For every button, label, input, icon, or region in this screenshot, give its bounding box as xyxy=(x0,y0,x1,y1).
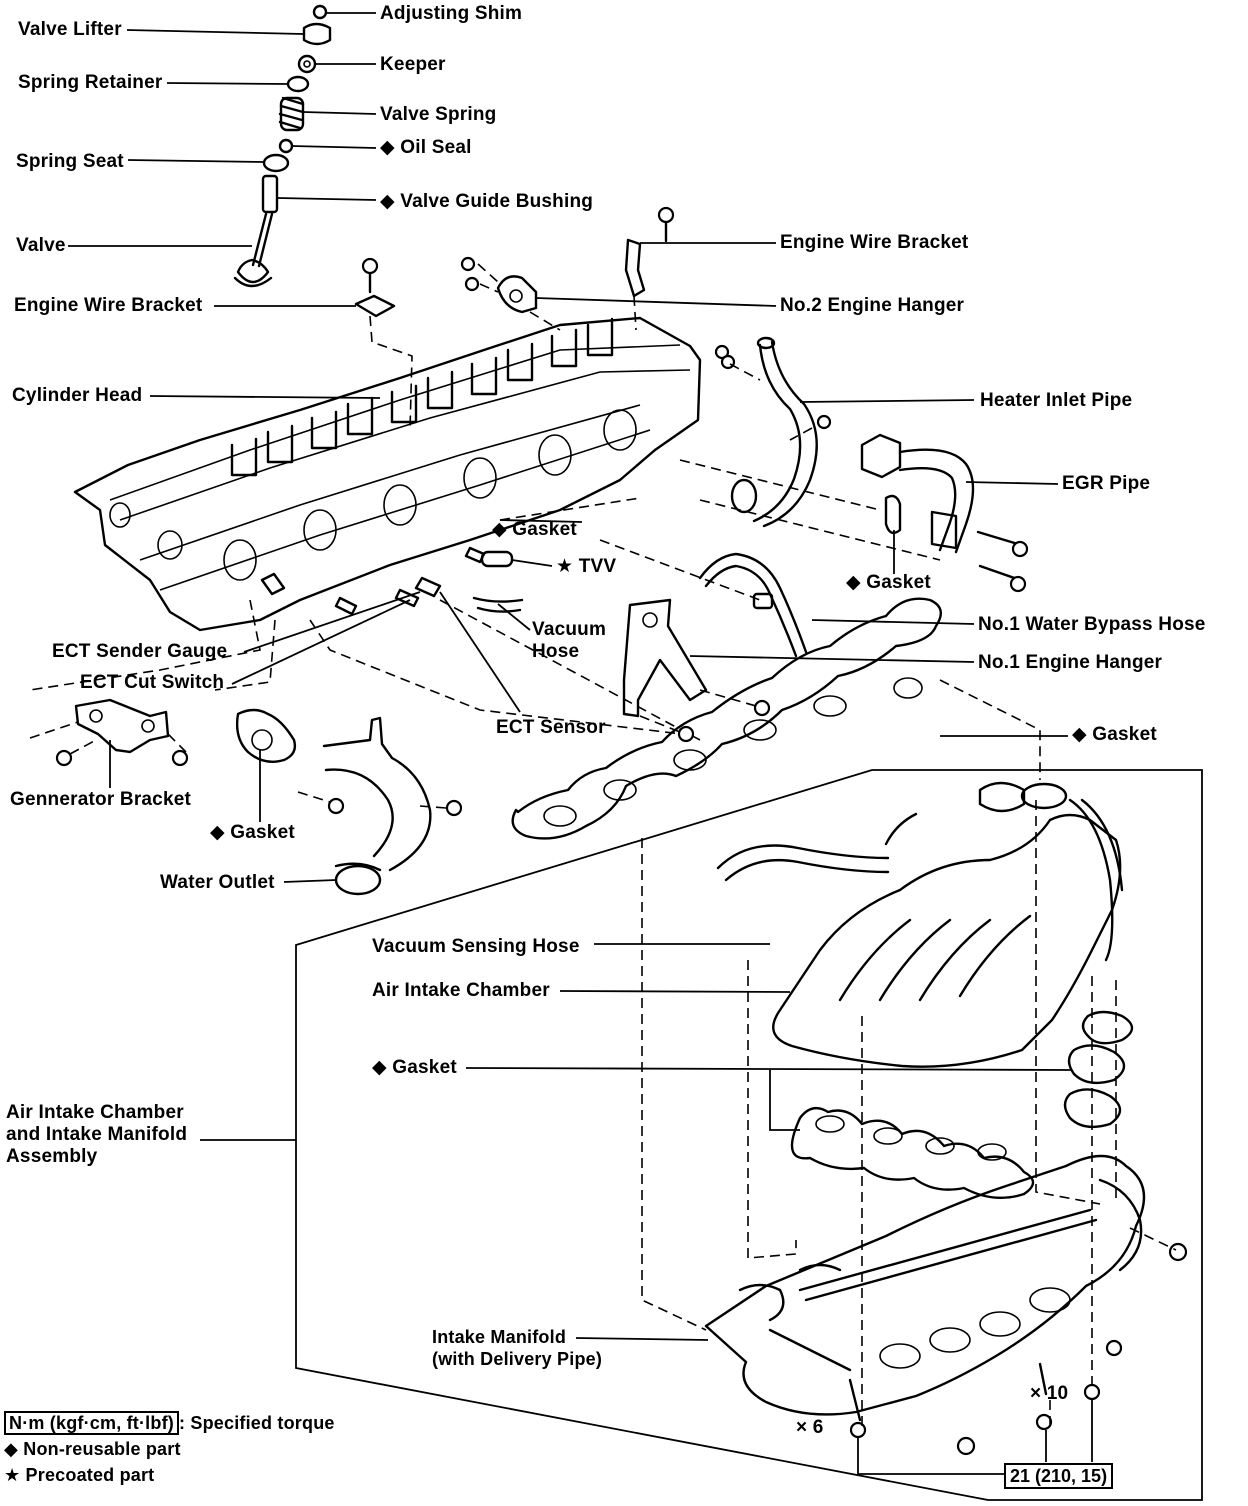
label-gasket-water-outlet: ◆ Gasket xyxy=(210,822,295,843)
label-valve-guide-bushing: ◆ Valve Guide Bushing xyxy=(380,191,594,212)
label-gasket-manifold: ◆ Gasket xyxy=(1072,724,1157,745)
intake-manifold-leader xyxy=(575,1337,709,1341)
egr-pipe-leader xyxy=(965,481,1059,485)
engine-wire-bracket-right-drawing xyxy=(624,206,675,331)
label-engine-wire-bracket-right: Engine Wire Bracket xyxy=(780,232,969,253)
vacuum-hose-leader xyxy=(497,603,531,631)
label-oil-seal: ◆ Oil Seal xyxy=(380,137,472,158)
label-water-outlet: Water Outlet xyxy=(160,872,275,893)
gasket-head-leader xyxy=(499,519,583,523)
legend: N·m (kgf·cm, ft·lbf): Specified torque ◆… xyxy=(4,1411,335,1486)
no2-hanger-leader xyxy=(535,297,777,307)
label-no1-engine-hanger: No.1 Engine Hanger xyxy=(978,652,1163,673)
label-keeper: Keeper xyxy=(380,54,446,75)
air-intake-chamber-leader xyxy=(559,990,791,993)
label-spring-seat: Spring Seat xyxy=(16,151,124,172)
no1-engine-hanger-drawing xyxy=(622,598,771,743)
label-ect-sender-gauge: ECT Sender Gauge xyxy=(52,641,228,662)
label-gasket-chamber: ◆ Gasket xyxy=(372,1057,457,1078)
label-heater-inlet-pipe: Heater Inlet Pipe xyxy=(980,390,1133,411)
engine-wire-bracket-left-drawing xyxy=(354,257,413,431)
manifold-gasket-drawing xyxy=(511,597,1041,840)
label-engine-wire-bracket-left: Engine Wire Bracket xyxy=(14,295,203,316)
legend-torque-unit: N·m (kgf·cm, ft·lbf) xyxy=(4,1411,179,1435)
water-outlet-leader xyxy=(283,879,337,883)
water-bypass-hose-drawing xyxy=(599,539,808,658)
heater-inlet-pipe-drawing xyxy=(714,336,832,528)
assembly-dashed-guides xyxy=(641,800,1117,1430)
label-gasket-egr: ◆ Gasket xyxy=(846,572,931,593)
torque-callout: 21 (210, 15) xyxy=(1004,1463,1114,1489)
label-vacuum-sensing-hose: Vacuum Sensing Hose xyxy=(372,936,580,957)
legend-torque-text: : Specified torque xyxy=(178,1413,335,1433)
label-x10: × 10 xyxy=(1030,1383,1069,1404)
valve-leaders xyxy=(68,12,377,247)
label-no2-engine-hanger: No.2 Engine Hanger xyxy=(780,295,965,316)
water-outlet-drawing xyxy=(235,708,463,896)
label-egr-pipe: EGR Pipe xyxy=(1062,473,1151,494)
intake-manifold-drawing xyxy=(704,1154,1188,1456)
egr-pipe-drawing xyxy=(679,433,1029,593)
ect-sender-leader xyxy=(243,591,421,653)
label-valve-spring: Valve Spring xyxy=(380,104,497,125)
gasket-chamber-leader xyxy=(465,1067,1073,1071)
tvv-leader xyxy=(511,559,553,567)
label-no1-water-bypass-hose: No.1 Water Bypass Hose xyxy=(978,614,1206,635)
label-tvv: ★ TVV xyxy=(556,556,617,577)
label-vacuum-hose: Vacuum Hose xyxy=(532,619,607,662)
label-gasket-head: ◆ Gasket xyxy=(492,519,577,540)
no1-hanger-leader xyxy=(689,655,975,663)
label-generator-bracket: Gennerator Bracket xyxy=(10,789,192,810)
label-ect-cut-switch: ECT Cut Switch xyxy=(80,672,225,693)
bypass-hose-leader xyxy=(811,619,975,625)
heater-pipe-leader xyxy=(799,399,975,403)
assembly-box xyxy=(200,769,1203,1501)
label-valve: Valve xyxy=(16,235,66,256)
label-ect-sensor: ECT Sensor xyxy=(496,717,606,738)
generator-bracket-drawing xyxy=(29,698,189,767)
label-spring-retainer: Spring Retainer xyxy=(18,72,163,93)
label-assembly: Air Intake Chamber and Intake Manifold A… xyxy=(6,1102,188,1167)
label-valve-lifter: Valve Lifter xyxy=(18,19,122,40)
label-intake-manifold: Intake Manifold (with Delivery Pipe) xyxy=(432,1327,603,1369)
air-intake-chamber-drawing xyxy=(716,781,1124,1068)
label-cylinder-head: Cylinder Head xyxy=(12,385,143,406)
ect-sensor-leader xyxy=(439,591,521,713)
chamber-gasket-drawing xyxy=(769,1010,1134,1200)
legend-non-reusable: ◆ Non-reusable part xyxy=(4,1439,181,1459)
torque-leader-left xyxy=(857,1438,1004,1475)
ect-cut-leader xyxy=(231,599,411,685)
cylinder-head-leader xyxy=(149,395,381,399)
legend-precoated: ★ Precoated part xyxy=(4,1465,155,1485)
cylinder-head-drawing xyxy=(73,316,702,632)
no2-engine-hanger-drawing xyxy=(460,256,561,331)
label-adjusting-shim: Adjusting Shim xyxy=(380,3,523,24)
head-small-parts-drawing xyxy=(29,497,701,741)
label-x6: × 6 xyxy=(796,1417,824,1438)
label-air-intake-chamber: Air Intake Chamber xyxy=(372,980,550,1001)
